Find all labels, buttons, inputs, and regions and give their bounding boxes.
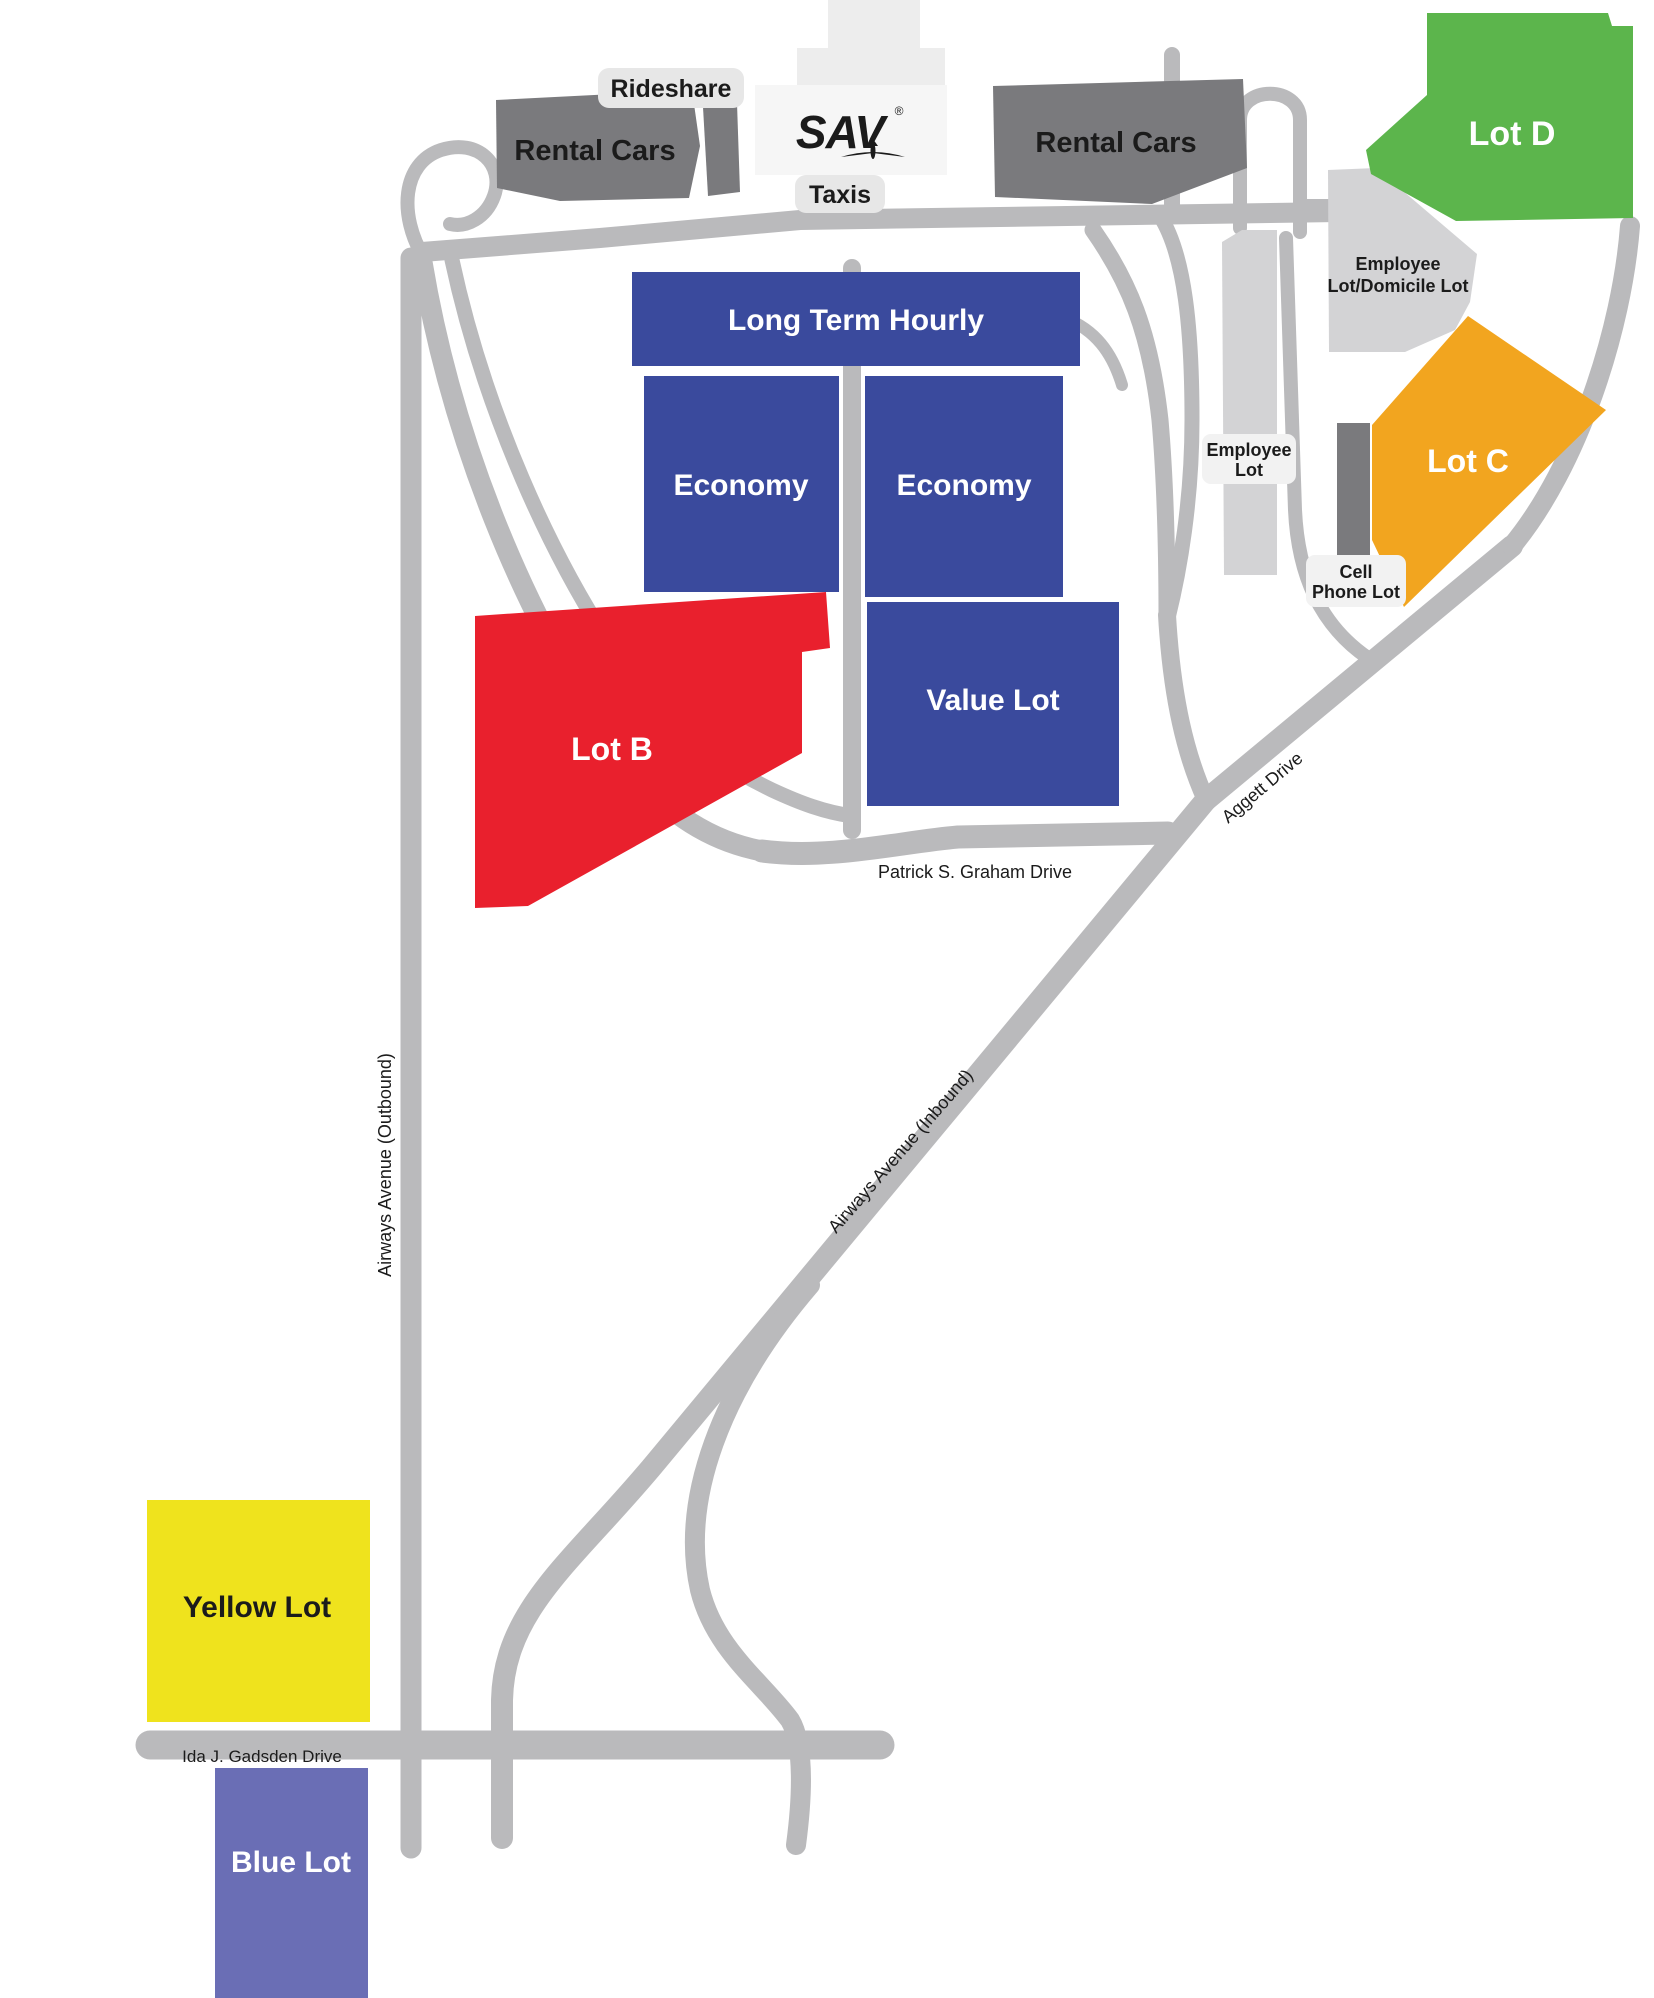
cell-phone-lot-pill xyxy=(1306,555,1406,607)
rideshare-label: Rideshare xyxy=(598,68,744,108)
long-term-hourly-text: Long Term Hourly xyxy=(728,304,984,337)
economy-east-text: Economy xyxy=(896,469,1031,502)
cell-phone-line2: Phone Lot xyxy=(1312,582,1400,602)
economy-east-lot xyxy=(865,376,1063,597)
lot-c-shape xyxy=(1372,316,1606,607)
taxis-text: Taxis xyxy=(809,181,871,209)
road-southeast-curve xyxy=(684,1275,820,1855)
terminal-sav-box xyxy=(755,85,947,175)
rental-cars-east-shape xyxy=(993,79,1247,204)
economy-west-text: Economy xyxy=(673,469,808,502)
lot-d-text: Lot D xyxy=(1469,115,1556,153)
taxis-label: Taxis xyxy=(795,175,885,213)
road-lot-d-curve xyxy=(1502,216,1640,556)
road-top-main xyxy=(412,202,1350,262)
yellow-lot-text: Yellow Lot xyxy=(183,1591,331,1624)
value-lot-shape xyxy=(867,602,1119,806)
road-loop-ramp xyxy=(400,140,504,265)
employee-domicile-lot-shape xyxy=(1328,168,1477,352)
lot-b-text: Lot B xyxy=(571,731,653,767)
long-term-hourly-lot xyxy=(632,272,1080,366)
value-lot-text: Value Lot xyxy=(926,684,1059,717)
rental-cars-east-text: Rental Cars xyxy=(1035,127,1196,159)
taxis-pill xyxy=(795,175,885,213)
road-fork-east xyxy=(1152,208,1200,626)
road-patrick-graham xyxy=(750,821,1180,865)
employee-domicile-line2: Lot/Domicile Lot xyxy=(1328,276,1469,296)
employee-lot-line2: Lot xyxy=(1235,460,1263,480)
road-aggett xyxy=(1195,535,1523,811)
patrick-graham-drive-text: Patrick S. Graham Drive xyxy=(878,862,1072,882)
terminal-building xyxy=(797,0,945,85)
employee-lot-pill xyxy=(1202,434,1296,484)
plane-icon xyxy=(841,139,905,159)
airways-inbound-text: Airways Avenue (Inbound) xyxy=(824,1065,977,1236)
road-employee-east xyxy=(1279,231,1375,665)
lot-c-text: Lot C xyxy=(1427,443,1509,479)
blue-lot-shape xyxy=(215,1768,368,1998)
ida-gadsden-drive-text: Ida J. Gadsden Drive xyxy=(182,1747,342,1766)
sav-logo: SAV ® xyxy=(796,104,905,159)
cell-phone-line1: Cell xyxy=(1339,562,1372,582)
rideshare-pill xyxy=(598,68,744,108)
cell-phone-lot-strip xyxy=(1337,423,1370,558)
airways-outbound-text: Airways Avenue (Outbound) xyxy=(375,1053,395,1277)
lot-b-shape xyxy=(475,592,830,908)
employee-domicile-line1: Employee xyxy=(1355,254,1440,274)
yellow-lot-shape xyxy=(147,1500,370,1722)
lot-d-shape xyxy=(1366,13,1633,221)
sav-registered-mark: ® xyxy=(895,104,904,118)
employee-lot-strip xyxy=(1222,230,1277,575)
rideshare-text: Rideshare xyxy=(611,75,732,103)
economy-west-lot xyxy=(644,376,839,592)
rental-cars-west-shape xyxy=(496,90,700,201)
road-fork-west xyxy=(1084,221,1176,627)
rideshare-strip xyxy=(703,103,740,196)
employee-lot-line1: Employee xyxy=(1206,440,1291,460)
road-fork-merged xyxy=(1158,606,1215,809)
road-airways-inbound xyxy=(491,789,1217,1849)
rental-cars-west-text: Rental Cars xyxy=(514,135,675,167)
blue-lot-text: Blue Lot xyxy=(231,1846,351,1879)
